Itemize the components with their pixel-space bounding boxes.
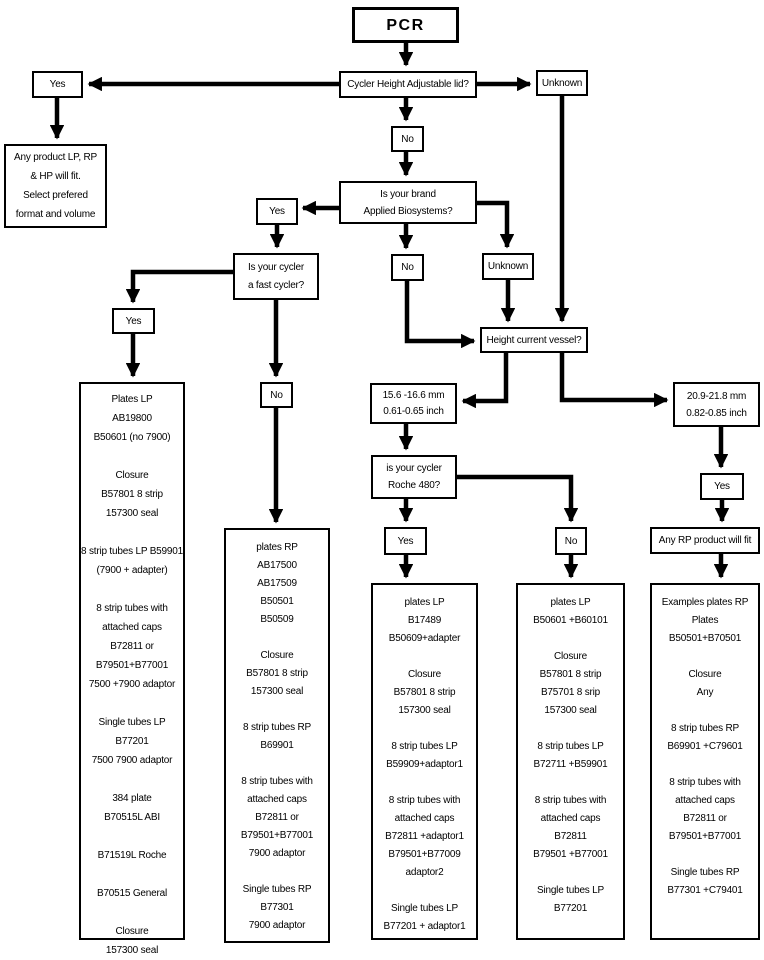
decision-height-current-vessel: Height current vessel? — [480, 327, 588, 353]
answer-no-adjustable: No — [391, 126, 424, 152]
answer-yes-height: Yes — [700, 473, 744, 500]
answer-no-roche: No — [555, 527, 587, 555]
products-fast-cycler-lp: Plates LP AB19800 B50601 (no 7900) Closu… — [79, 382, 185, 956]
arrow-nobrand-to-height — [404, 281, 476, 349]
products-rp-examples: Examples plates RP Plates B50501+B70501 … — [650, 583, 760, 940]
answer-yes-brand: Yes — [256, 198, 298, 225]
decision-fast-cycler: Is your cycler a fast cycler? — [233, 253, 319, 300]
pcr-title-box: PCR — [352, 7, 459, 43]
result-any-rp-product: Any RP product will fit — [650, 527, 760, 554]
answer-yes-roche: Yes — [384, 527, 427, 555]
result-any-product-note: Any product LP, RP & HP will fit. Select… — [4, 144, 107, 228]
decision-brand-applied-biosystems: Is your brand Applied Biosystems? — [339, 181, 477, 224]
products-lp-standard: plates LP B50601 +B60101 Closure B57801 … — [516, 583, 625, 940]
range-20-9-21-8-mm: 20.9-21.8 mm 0.82-0.85 inch — [673, 382, 760, 427]
arrow-height-to-range-small — [461, 353, 509, 409]
arrow-brand-to-unknown — [477, 200, 515, 249]
decision-adjustable-lid: Cycler Height Adjustable lid? — [339, 71, 477, 98]
arrow-roche-to-no — [457, 474, 579, 523]
products-rp-7900: plates RP AB17500 AB17509 B50501 B50509 … — [224, 528, 330, 943]
answer-yes-fast-cycler: Yes — [112, 308, 155, 334]
answer-yes-adjustable: Yes — [32, 71, 83, 98]
answer-unknown-brand: Unknown — [482, 253, 534, 280]
arrow-fastcycler-to-yes — [125, 269, 233, 304]
decision-roche-480: is your cycler Roche 480? — [371, 455, 457, 499]
arrow-height-to-range-large — [559, 353, 669, 408]
range-15-6-16-6-mm: 15.6 -16.6 mm 0.61-0.65 inch — [370, 383, 457, 424]
answer-unknown-adjustable: Unknown — [536, 70, 588, 96]
products-roche-480-lp: plates LP B17489 B50609+adapter Closure … — [371, 583, 478, 940]
answer-no-brand: No — [391, 254, 424, 281]
answer-no-fast-cycler: No — [260, 382, 293, 408]
